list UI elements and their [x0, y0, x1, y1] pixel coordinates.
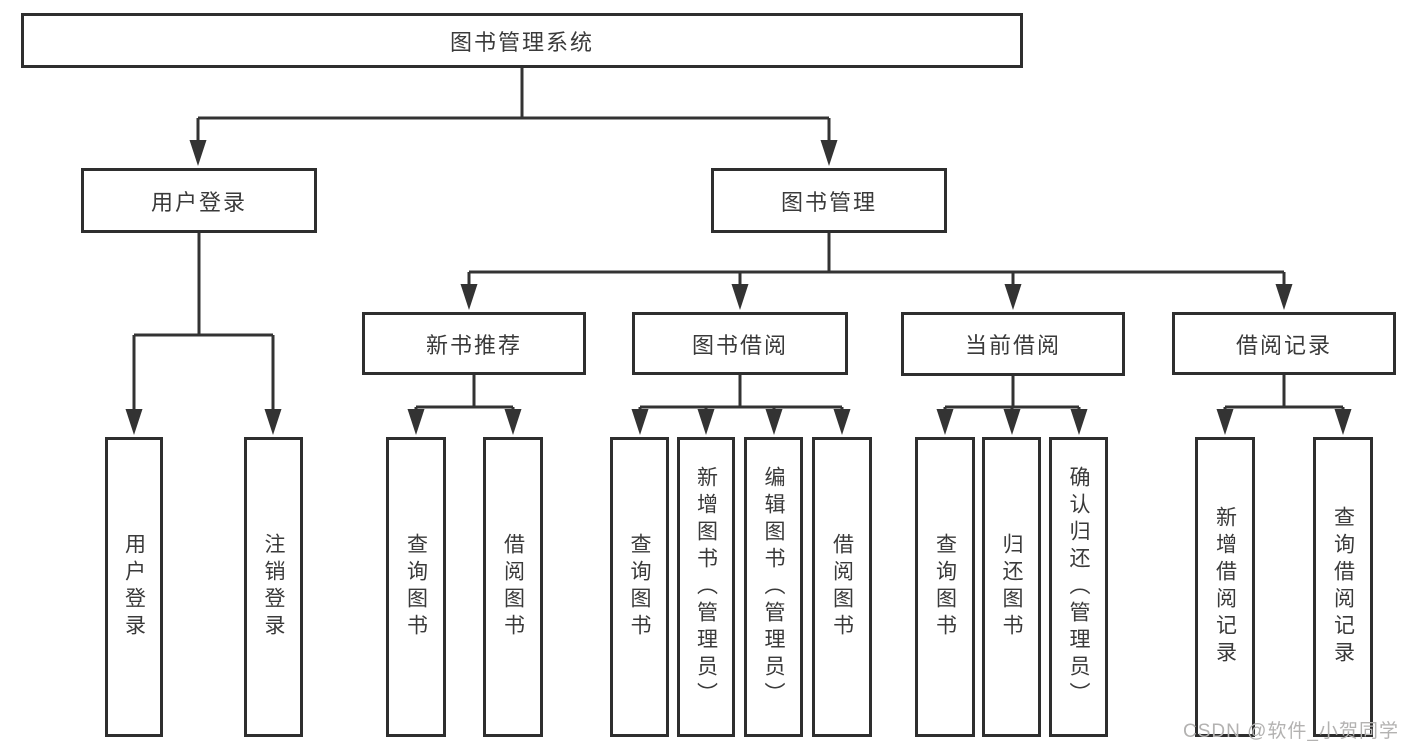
connector-user-login-children	[132, 233, 275, 411]
arrow-user-login	[189, 140, 207, 166]
leaf-query-books-3: 查询图书	[915, 437, 975, 737]
leaf-confirm-return-admin: 确认归还（管理员）	[1049, 437, 1108, 737]
arrow-leaf-add-book	[697, 409, 715, 435]
leaf-query-borrow-record: 查询借阅记录	[1313, 437, 1373, 737]
arrow-new-book-recommend	[460, 284, 478, 310]
leaf-query-books-2: 查询图书	[610, 437, 669, 737]
csdn-watermark: CSDN @软件_小贺同学	[1183, 721, 1399, 742]
leaf-edit-book-admin: 编辑图书（管理员）	[744, 437, 803, 737]
leaf-query-books-1: 查询图书	[386, 437, 446, 737]
arrow-leaf-borrow-books-1	[504, 409, 522, 435]
arrow-leaf-confirm-return	[1070, 409, 1088, 435]
arrow-leaf-query-books-1	[407, 409, 425, 435]
leaf-return-book: 归还图书	[982, 437, 1041, 737]
node-library-management-system: 图书管理系统	[21, 13, 1023, 68]
arrow-book-management	[820, 140, 838, 166]
arrow-leaf-borrow-books-2	[833, 409, 851, 435]
node-book-management: 图书管理	[711, 168, 947, 233]
leaf-borrow-books-2: 借阅图书	[812, 437, 872, 737]
connector-book-management-children	[467, 233, 1286, 286]
arrow-leaf-edit-book	[765, 409, 783, 435]
arrow-borrowing-records	[1275, 284, 1293, 310]
arrow-leaf-add-borrow-record	[1216, 409, 1234, 435]
node-user-login: 用户登录	[81, 168, 317, 233]
arrow-book-borrowing	[731, 284, 749, 310]
node-current-borrowing: 当前借阅	[901, 312, 1125, 376]
node-new-book-recommend: 新书推荐	[362, 312, 586, 375]
connector-new-book-recommend-children	[414, 375, 515, 411]
leaf-user-login: 用户登录	[105, 437, 163, 737]
arrow-leaf-query-books-2	[631, 409, 649, 435]
leaf-add-book-admin: 新增图书（管理员）	[677, 437, 735, 737]
leaf-add-borrow-record: 新增借阅记录	[1195, 437, 1255, 737]
arrow-leaf-return-book	[1003, 409, 1021, 435]
connector-book-borrowing-children	[638, 375, 844, 411]
arrow-leaf-logout	[264, 409, 282, 435]
connector-borrowing-records-children	[1223, 375, 1345, 411]
node-book-borrowing: 图书借阅	[632, 312, 848, 375]
leaf-borrow-books-1: 借阅图书	[483, 437, 543, 737]
leaf-logout: 注销登录	[244, 437, 303, 737]
arrow-leaf-query-books-3	[936, 409, 954, 435]
arrow-current-borrowing	[1004, 284, 1022, 310]
arrow-leaf-user-login	[125, 409, 143, 435]
arrow-leaf-query-borrow-record	[1334, 409, 1352, 435]
connector-root-to-level2	[196, 68, 831, 142]
connector-current-borrowing-children	[943, 376, 1081, 411]
node-borrowing-records: 借阅记录	[1172, 312, 1396, 375]
